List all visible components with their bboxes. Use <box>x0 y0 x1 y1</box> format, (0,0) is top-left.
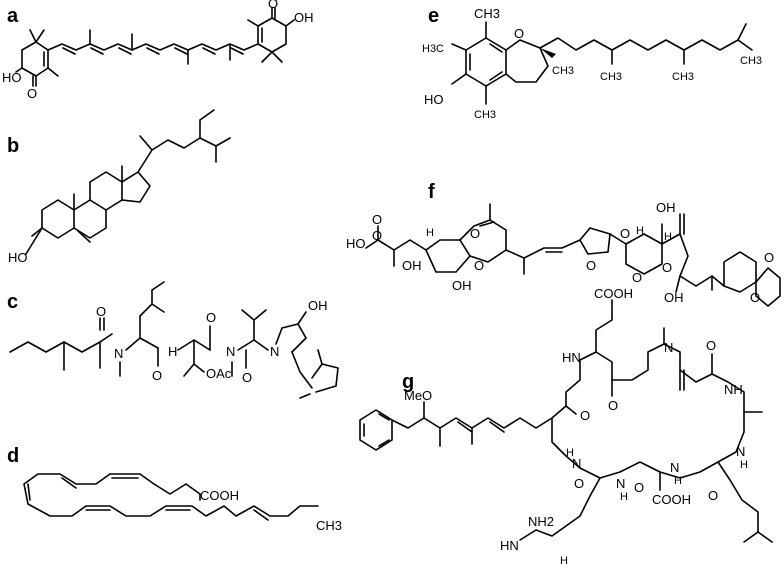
atom-g-o4: O <box>708 488 718 503</box>
atom-f-o5: O <box>632 270 642 285</box>
atom-g-o2: O <box>608 398 618 413</box>
atom-e-ch3-top: CH3 <box>474 6 500 21</box>
atom-g-h4: H <box>566 447 574 459</box>
atom-d-ch3: CH3 <box>316 518 342 533</box>
atom-g-hn2: HN <box>500 538 519 553</box>
atom-f-h1: H <box>426 227 434 239</box>
atom-f-o6: O <box>662 260 672 275</box>
atom-f-o7: O <box>750 290 760 305</box>
structure-d: d COOH CH3 <box>7 445 342 533</box>
atom-f-o-acid: O <box>372 212 382 227</box>
atom-f-o3: O <box>586 258 596 273</box>
atom-f-o2: O <box>474 258 484 273</box>
atom-g-nh1: NH <box>724 382 743 397</box>
atom-g-o1: O <box>580 408 590 423</box>
atom-c-o1: O <box>96 304 106 319</box>
atom-g-nh2: NH2 <box>528 514 554 529</box>
atom-g-meo: MeO <box>404 388 432 403</box>
structure-b: b HO <box>7 109 231 265</box>
atom-g-h3: H <box>620 491 628 503</box>
atom-g-h2: H <box>674 475 682 487</box>
atom-b-ho: HO <box>8 250 28 265</box>
atom-c-oac: OAc <box>206 366 232 381</box>
bond-polyene <box>47 43 259 51</box>
panel-label-g: g <box>402 371 414 393</box>
panel-label-f: f <box>428 181 435 203</box>
bond-adda-chain <box>391 417 553 429</box>
atom-c-n3: N <box>270 344 279 359</box>
atom-f-ho: HO <box>346 236 366 251</box>
atom-g-n2: N <box>736 444 745 459</box>
bond-phytyl-chain <box>539 37 739 51</box>
atom-a-o-right: O <box>268 0 278 11</box>
panel-label-e: e <box>428 5 439 27</box>
bond-alkyl-chain-c <box>9 341 101 353</box>
panel-label-a: a <box>7 5 19 27</box>
atom-f-oh2: OH <box>452 278 472 293</box>
atom-g-cooh2: COOH <box>652 492 691 507</box>
atom-g-n5: N <box>572 456 581 471</box>
atom-f-oh1: OH <box>402 258 422 273</box>
structure-g: g MeO O HN COOH O N O NH N H O N <box>359 286 773 567</box>
atom-f-oh3: OH <box>656 200 676 215</box>
atom-e-o: O <box>514 26 524 41</box>
atom-f-o8: O <box>764 250 774 265</box>
atom-e-ch3-bottom: CH3 <box>474 109 496 121</box>
atom-g-o5: O <box>634 480 644 495</box>
atom-e-h3c: H3C <box>422 43 444 55</box>
atom-g-cooh1: COOH <box>594 286 633 301</box>
atom-e-ch3-chain1: CH3 <box>600 71 622 83</box>
atom-c-nh: H <box>168 344 177 359</box>
atom-f-o1: O <box>470 226 480 241</box>
atom-g-o6: O <box>574 476 584 491</box>
atom-f-h3: H <box>664 231 672 243</box>
atom-c-n2: N <box>226 344 235 359</box>
bond-side-chain-b <box>137 137 217 173</box>
bond-macrocycle <box>551 343 745 479</box>
structure-c: c O N O H OAc O N O N OH <box>7 281 339 399</box>
atom-a-oh: OH <box>294 10 314 25</box>
atom-f-oh4: OH <box>664 290 684 305</box>
atom-g-n3: N <box>670 460 679 475</box>
atom-e-ho: HO <box>424 92 444 107</box>
atom-f-o9: O <box>372 228 382 243</box>
structure-f: f O HO OH H O O OH O O H OH O H O OH O <box>346 181 781 307</box>
atom-g-hn: HN <box>562 350 581 365</box>
panel-label-b: b <box>7 135 19 157</box>
panel-label-c: c <box>7 291 18 313</box>
structure-e: e CH3 H3C O HO CH3 CH3 CH3 CH3 CH3 <box>422 5 762 121</box>
atom-e-ch3-chain2: CH3 <box>672 71 694 83</box>
atom-a-o-left: O <box>27 86 37 101</box>
atom-g-h5: H <box>560 555 568 567</box>
bond-phenyl <box>359 409 393 451</box>
atom-c-oh: OH <box>308 298 328 313</box>
atom-e-ch3-quaternary: CH3 <box>552 65 574 77</box>
atom-f-o4: O <box>620 226 630 241</box>
atom-f-h2: H <box>636 225 644 237</box>
atom-e-ch3-terminal: CH3 <box>740 55 762 67</box>
bond-ring-e-arom <box>465 37 507 87</box>
atom-g-n1: N <box>664 340 673 355</box>
atom-c-o2: O <box>152 368 162 383</box>
bond-polyene-d <box>23 473 319 517</box>
atom-g-o3: O <box>706 338 716 353</box>
atom-g-h1: H <box>740 459 748 471</box>
atom-d-cooh: COOH <box>200 488 239 503</box>
structure-a: a O HO O OH <box>2 0 314 101</box>
panel-label-d: d <box>7 445 19 467</box>
bond-ring-b-a <box>41 199 75 239</box>
atom-c-o4: O <box>242 370 252 385</box>
atom-g-n4: N <box>616 476 625 491</box>
atom-c-o3: O <box>206 310 216 325</box>
atom-a-ho: HO <box>2 70 22 85</box>
atom-c-n1: N <box>114 346 123 361</box>
